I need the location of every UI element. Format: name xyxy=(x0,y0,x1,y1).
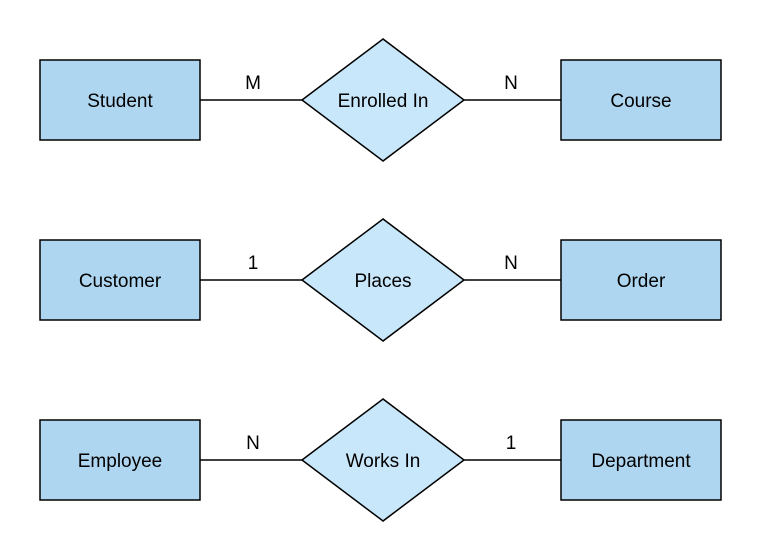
relationship-label: Works In xyxy=(346,451,421,472)
cardinality-label-right: N xyxy=(504,73,518,94)
entity-customer xyxy=(39,239,201,321)
entity-student xyxy=(39,59,201,141)
relationship-label: Enrolled In xyxy=(338,91,429,112)
entity-label: Order xyxy=(617,271,666,292)
cardinality-label-right: 1 xyxy=(506,433,517,454)
entity-label: Employee xyxy=(78,451,163,472)
er-row-employee-department: Employee Works In Department N 1 xyxy=(39,398,722,522)
entity-label: Student xyxy=(87,91,153,112)
entity-label: Department xyxy=(591,451,691,472)
er-row-student-course: Student Enrolled In Course M N xyxy=(39,38,722,162)
cardinality-label-left: 1 xyxy=(248,253,259,274)
er-row-customer-order: Customer Places Order 1 N xyxy=(39,218,722,342)
relationship-works-in xyxy=(300,398,466,522)
entity-course xyxy=(560,59,722,141)
cardinality-label-right: N xyxy=(504,253,518,274)
cardinality-label-left: N xyxy=(246,433,260,454)
relationship-enrolled-in xyxy=(300,38,466,162)
entity-order xyxy=(560,239,722,321)
relationship-label: Places xyxy=(354,271,411,292)
entity-employee xyxy=(39,419,201,501)
relationship-places xyxy=(300,218,466,342)
cardinality-label-left: M xyxy=(245,73,261,94)
entity-label: Course xyxy=(610,91,671,112)
entity-label: Customer xyxy=(79,271,162,292)
entity-department xyxy=(560,419,722,501)
